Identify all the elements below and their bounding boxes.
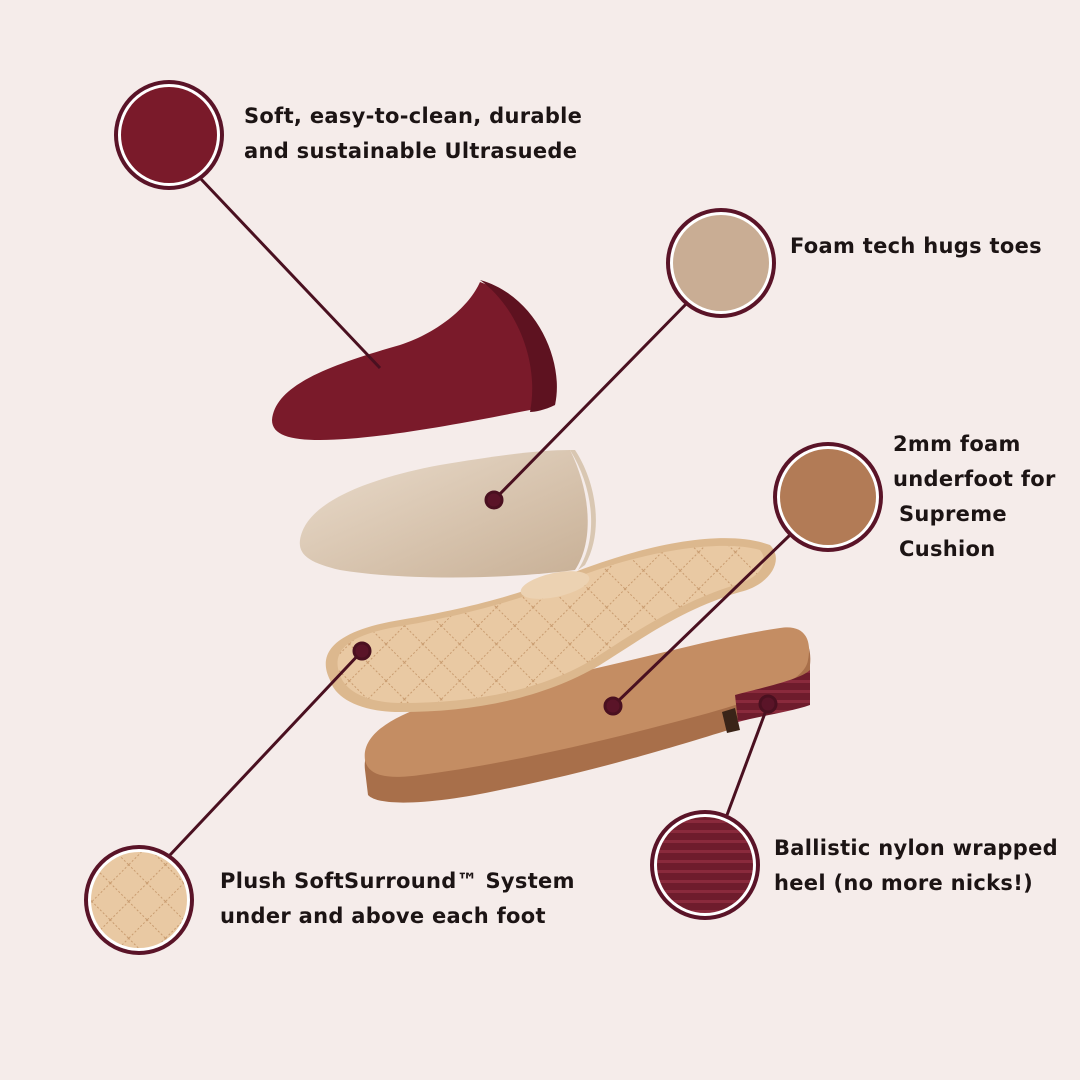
feature-text: Supreme bbox=[899, 502, 1007, 526]
foam-swatch bbox=[666, 208, 776, 318]
quilted-insole bbox=[325, 538, 776, 712]
feature-text: Foam tech hugs toes bbox=[790, 234, 1042, 258]
feature-ultrasuede: Soft, easy-to-clean, durable and sustain… bbox=[244, 99, 582, 169]
feature-text: Ballistic nylon wrapped bbox=[774, 836, 1058, 860]
feature-text: heel (no more nicks!) bbox=[774, 871, 1033, 895]
callout-line-underfoot bbox=[611, 533, 792, 708]
callout-dot-underfoot bbox=[603, 696, 623, 716]
feature-text: 2mm foam bbox=[893, 432, 1021, 456]
callout-line-quilted bbox=[168, 649, 364, 857]
foam-lining bbox=[299, 450, 596, 578]
callout-line-ultrasuede bbox=[198, 176, 382, 370]
ultrasuede-swatch bbox=[114, 80, 224, 190]
callout-line-foam bbox=[492, 298, 692, 502]
callout-line-nylon bbox=[725, 704, 770, 816]
feature-softsurround: Plush SoftSurround™ System under and abo… bbox=[220, 864, 575, 934]
feature-nylon-heel: Ballistic nylon wrapped heel (no more ni… bbox=[774, 831, 1058, 901]
callout-dot-quilted bbox=[352, 641, 372, 661]
feature-underfoot: 2mm foam underfoot for Supreme Cushion bbox=[893, 427, 1056, 567]
quilted-swatch bbox=[84, 845, 194, 955]
feature-text: underfoot for bbox=[893, 467, 1056, 491]
feature-text: and sustainable Ultrasuede bbox=[244, 139, 578, 163]
ultrasuede-upper bbox=[272, 280, 557, 440]
feature-text: Soft, easy-to-clean, durable bbox=[244, 104, 583, 128]
callout-dot-foam bbox=[484, 490, 504, 510]
feature-text: Plush SoftSurround™ System bbox=[220, 869, 575, 893]
feature-text: under and above each foot bbox=[220, 904, 546, 928]
underfoot-foam-swatch bbox=[773, 442, 883, 552]
nylon-swatch bbox=[650, 810, 760, 920]
feature-foam: Foam tech hugs toes bbox=[790, 229, 1042, 264]
feature-text: Cushion bbox=[899, 537, 996, 561]
callout-dot-nylon bbox=[758, 694, 778, 714]
